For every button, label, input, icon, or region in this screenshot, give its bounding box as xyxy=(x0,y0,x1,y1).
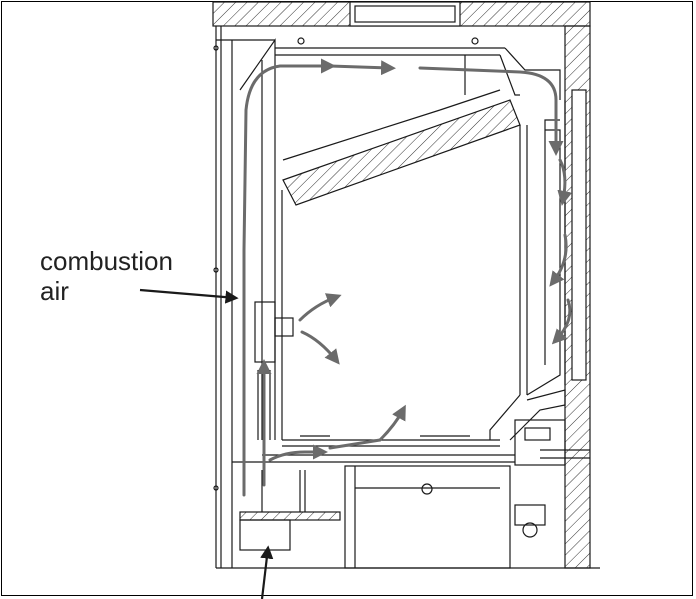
air-regulator xyxy=(254,301,276,363)
flow-top-1 xyxy=(328,60,396,76)
flow-grate xyxy=(378,404,406,442)
flow-left-up xyxy=(242,58,336,497)
combustion-air-pointer xyxy=(139,288,239,304)
baffle-plate xyxy=(282,99,521,206)
flow-bottom xyxy=(268,444,328,462)
door-hinge xyxy=(514,419,566,466)
combustion-label-line1: combustion xyxy=(40,246,173,276)
flow-top-right xyxy=(418,66,564,156)
combustion-label-line2: air xyxy=(40,276,69,306)
ash-drawer-handle xyxy=(421,483,433,495)
flow-right-3 xyxy=(551,298,572,345)
door-knob xyxy=(522,522,538,538)
flow-firebox-up xyxy=(298,293,342,322)
flow-right-2 xyxy=(549,233,568,287)
top-vent-inner xyxy=(354,5,456,23)
flow-firebox-down xyxy=(300,330,340,365)
flow-right-1 xyxy=(557,158,573,206)
ash-drawer xyxy=(344,465,511,569)
air-intake-plate xyxy=(239,511,341,521)
air-intake-box xyxy=(239,519,291,551)
intake-arrow xyxy=(260,545,274,599)
